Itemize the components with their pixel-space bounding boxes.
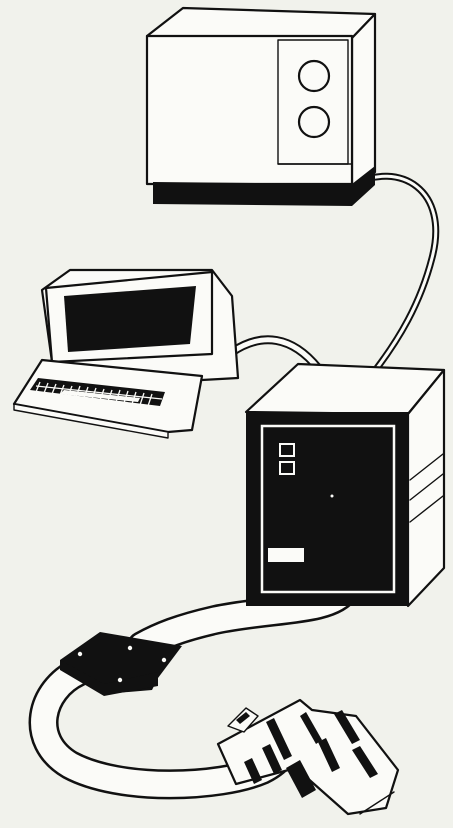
system-cabinet xyxy=(246,364,444,606)
video-terminal xyxy=(14,270,238,438)
circuit-board xyxy=(218,700,398,814)
disk-cable xyxy=(352,176,436,368)
disk-drive-unit xyxy=(147,8,375,206)
disk-reel-icon xyxy=(299,107,329,137)
crt-screen-icon xyxy=(64,286,196,352)
drive-slot-icon xyxy=(268,548,304,562)
disk-reel-icon xyxy=(299,61,329,91)
